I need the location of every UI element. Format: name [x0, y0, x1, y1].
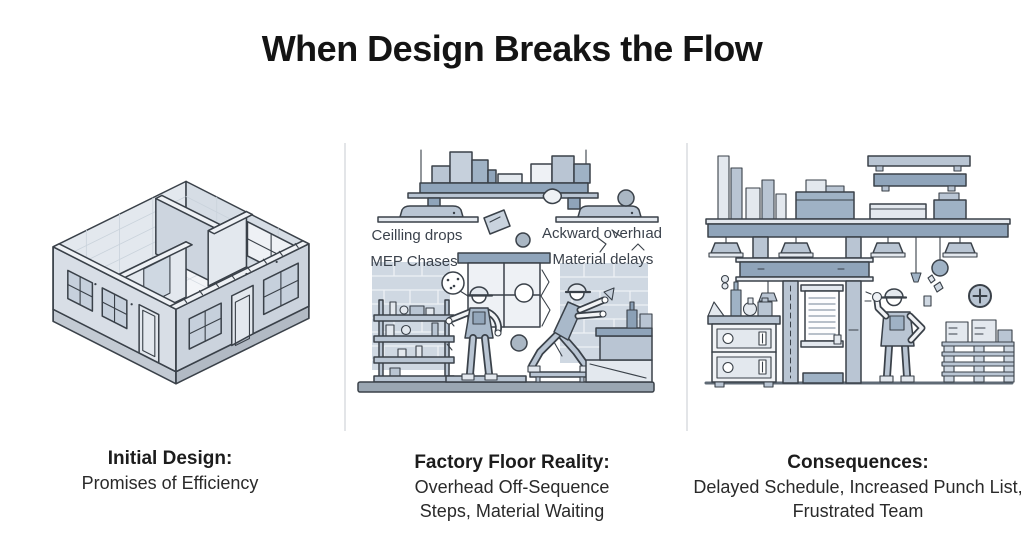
stacked-boards [867, 155, 971, 192]
caption-line: Steps, Material Waiting [419, 501, 605, 521]
label-mep-chases: MEP Chases [370, 253, 457, 270]
small-debris [927, 274, 936, 284]
plus-icon [968, 284, 992, 308]
crumpled-debris [542, 188, 562, 205]
worker-standing [441, 271, 502, 381]
label-awkward-overhead: Ackward overhıad [542, 225, 662, 242]
hard-hat [884, 288, 904, 298]
caption-consequences: Consequences: Delayed Schedule, Increase… [688, 450, 1024, 523]
workbench [585, 301, 653, 383]
hanging-lamps [708, 236, 978, 283]
factory-floor-illustration: Ceilling drops MEP Chases Ackward overhı… [357, 149, 662, 393]
panel-joint-ticks [183, 242, 299, 304]
caption-line: Promises of Efficiency [81, 473, 259, 493]
page-title: When Design Breaks the Flow [261, 28, 763, 69]
panel-initial-design [35, 133, 327, 415]
overalls [553, 301, 583, 341]
dust-ball [617, 189, 635, 207]
caption-title: Consequences: [787, 452, 929, 473]
overhead-shelf [705, 155, 1011, 238]
small-debris [923, 295, 932, 307]
small-debris [721, 282, 729, 290]
isometric-building-illustration [52, 180, 310, 385]
label-material-delays: Material delays [553, 251, 654, 268]
caption-line: Frustrated Team [792, 501, 924, 521]
low-crate [802, 372, 844, 384]
gantry-frame [735, 236, 874, 384]
caption-line: Delayed Schedule, Increased Punch List, [693, 477, 1023, 497]
cabinet [707, 281, 781, 388]
caption-factory-floor: Factory Floor Reality: Overhead Off-Sequ… [372, 450, 652, 523]
worker-lunging [527, 283, 615, 373]
panel-divider-left [344, 143, 346, 431]
consequences-illustration [704, 155, 1015, 388]
caption-title: Initial Design: [107, 448, 233, 469]
worker-frustrated [864, 288, 926, 383]
ceiling-drop-right [555, 205, 659, 223]
falling-panel [483, 209, 511, 235]
factory-floor-bar [357, 381, 655, 393]
punch-list [800, 284, 844, 348]
caption-title: Factory Floor Reality: [414, 452, 610, 473]
dust-ball [515, 232, 531, 248]
panel-consequences [698, 130, 1016, 427]
small-debris [933, 281, 944, 293]
pallet-stack [941, 319, 1015, 383]
panel-divider-right [686, 143, 688, 431]
door [138, 303, 160, 364]
label-ceiling-drops: Ceilling drops [372, 227, 463, 244]
dust-ball [510, 334, 528, 352]
raised-fist [871, 291, 883, 303]
ceiling-drop-left [377, 205, 479, 223]
door [230, 284, 254, 347]
panel-factory-floor: Ceilling drops MEP Chases Ackward overhı… [346, 130, 678, 427]
small-debris [720, 274, 730, 284]
storage-shelf [373, 299, 455, 383]
hard-hat [469, 286, 489, 296]
overhead-rack [407, 149, 599, 210]
held-part [603, 287, 615, 301]
caption-initial-design: Initial Design: Promises of Efficiency [30, 446, 310, 495]
caption-line: Overhead Off-Sequence [414, 477, 610, 497]
interior-partition-right [207, 210, 254, 287]
speech-bubble [441, 271, 465, 295]
